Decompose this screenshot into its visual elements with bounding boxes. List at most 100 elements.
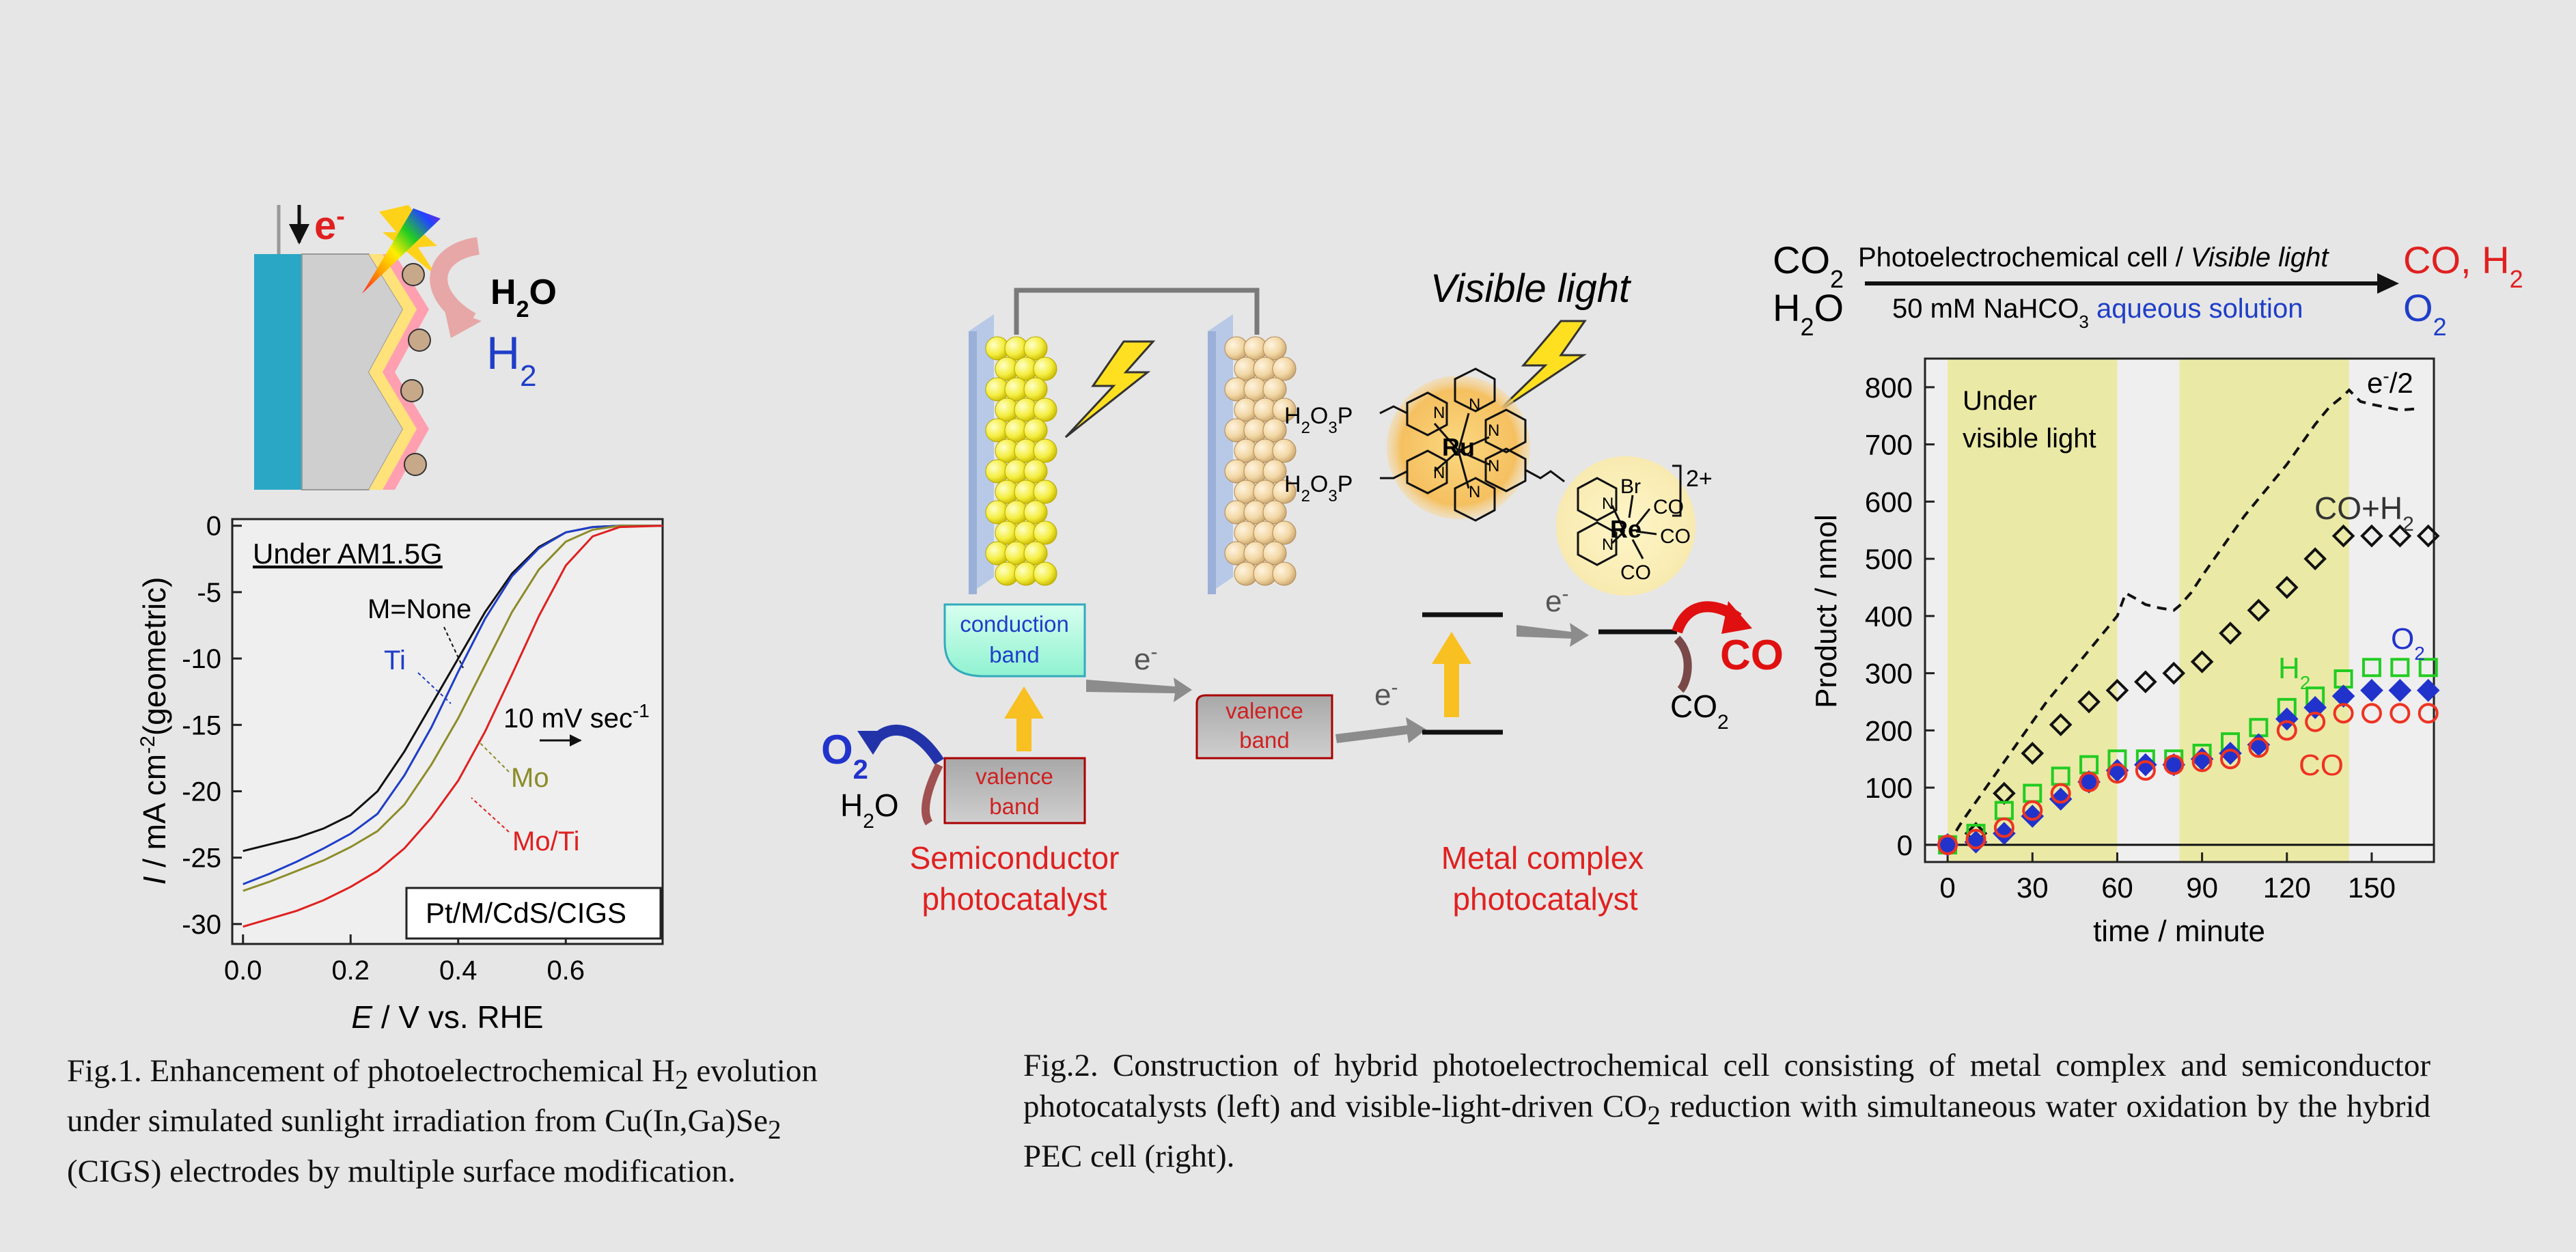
sample-label: Pt/M/CdS/CIGS: [426, 897, 626, 929]
semiconductor-particle: [1033, 561, 1057, 586]
external-circuit-wire: [1014, 288, 1260, 335]
valence-band-box-2: [1195, 694, 1333, 760]
modified-particle: [1272, 357, 1297, 381]
fig1-x-tick-label: 0.6: [546, 956, 585, 986]
leader-mo: [477, 740, 510, 773]
fig3-y-tick-label: 200: [1865, 714, 1913, 747]
fig1-caption: Fig.1. Enhancement of photoelectrochemic…: [67, 1053, 818, 1189]
fig3-point-1: [2303, 547, 2327, 570]
n-atom-label: N: [1602, 495, 1614, 513]
sunlight-icon: [362, 208, 441, 294]
semiconductor-particle: [1033, 520, 1057, 545]
fig3-point-3: [1993, 822, 2016, 845]
fig3-point-1: [2162, 661, 2186, 685]
semiconductor-particle: [1033, 357, 1057, 381]
excitation-arrowhead-icon: [1004, 686, 1044, 719]
fig3-light-on-bands: [1925, 359, 2434, 862]
fig3-x-tick-label: 90: [2186, 872, 2218, 904]
fig3-point-4: [2276, 720, 2297, 741]
fig1-y-tick-label: -30: [182, 910, 221, 940]
valence-band-box: [943, 757, 1086, 824]
reduction-arrowhead-icon: [1721, 601, 1752, 634]
reactant-co2: CO2: [1773, 238, 1844, 293]
fig3-point-3: [2049, 788, 2073, 811]
modified-particle: [1272, 398, 1297, 422]
fig3-point-1: [2275, 576, 2299, 599]
valence-band-label: band: [1239, 727, 1289, 753]
fig3-point-4: [2220, 749, 2241, 770]
fig3-y-tick-label: 800: [1865, 372, 1913, 404]
semiconductor-particle: [1023, 500, 1048, 525]
semiconductor-photocatalyst-label: photocatalyst: [922, 881, 1107, 917]
glass-edge: [969, 331, 977, 594]
fig3-reaction-scheme: CO2 H2O Photoelectrochemical cell / Visi…: [1773, 238, 2523, 341]
modified-particle: [1262, 500, 1287, 525]
fig3-point-4: [2022, 800, 2043, 821]
fig3-y-tick-label: 100: [1865, 772, 1913, 804]
scan-rate-label: 10 mV sec-1: [503, 700, 650, 734]
fig3-point-3: [2021, 805, 2045, 828]
product-co-h2: CO, H2: [2403, 238, 2523, 293]
fig3-point-1: [2077, 690, 2101, 714]
valence-band-label: band: [989, 794, 1039, 819]
fig3-y-tick-label: 0: [1897, 829, 1913, 861]
electrode-substrate: [254, 254, 302, 490]
fig3-point-3: [2134, 753, 2157, 777]
n-atom-label: N: [1469, 395, 1480, 414]
fig3-point-4: [2050, 783, 2071, 804]
n-atom-label: N: [1469, 483, 1480, 501]
conduction-band-box: [943, 603, 1086, 678]
fig3-x-axis-label: time / minute: [2093, 915, 2265, 948]
reaction-arrowhead-icon: [444, 307, 482, 338]
fig3-point-1: [2388, 524, 2412, 548]
conduction-band-label: band: [989, 642, 1039, 667]
fig3-x-tick-label: 0: [1939, 872, 1955, 904]
fig1-x-axis-label: E / V vs. RHE: [351, 999, 543, 1035]
fig3-point-1: [2134, 670, 2157, 694]
modification-layer: [383, 254, 429, 490]
modified-particle: [1272, 439, 1297, 463]
n-atom-label: N: [1433, 404, 1445, 422]
fig3-point-1: [2049, 713, 2073, 736]
modified-particle: [1272, 479, 1297, 504]
fig3-series: [1936, 388, 2440, 857]
label-h2: H2: [2278, 652, 2310, 693]
electron-label: e-: [1374, 676, 1398, 712]
glass-edge: [1208, 331, 1216, 594]
fig3-y-tick-label: 300: [1865, 658, 1913, 690]
fig3-point-4: [2135, 760, 2156, 781]
leader-m-none: [443, 626, 464, 669]
fig3-point-3: [2303, 696, 2327, 719]
fig3-point-1: [2331, 524, 2355, 548]
fig1-y-tick-label: -10: [182, 644, 221, 674]
semiconductor-particle: [1033, 439, 1057, 463]
condition-label: Under AM1.5G: [253, 538, 443, 570]
excitation-arrowhead-icon: [1432, 632, 1471, 664]
electron-transfer-arrow-icon: [1516, 623, 1589, 647]
excitation-arrow: [1444, 663, 1459, 717]
electron-label: e-: [1545, 583, 1568, 619]
fig3-point-1: [2021, 742, 2045, 765]
fig1-schematic: e- H2O H2: [254, 202, 557, 490]
fig3-point-3: [2388, 678, 2412, 702]
under-light-label: visible light: [1963, 423, 2096, 454]
fig3-point-3: [2360, 678, 2383, 702]
fig3-point-1: [2190, 650, 2214, 673]
charge-label: 2+: [1686, 466, 1713, 492]
pt-particle: [408, 329, 431, 352]
modified-particle: [1262, 418, 1287, 443]
semiconductor-particles: [985, 336, 1057, 586]
fig1-series: [243, 525, 663, 928]
oxidation-arrowhead-icon: [857, 731, 888, 755]
semiconductor-particle: [1033, 398, 1057, 422]
ru-label: Ru: [1442, 433, 1475, 461]
fig3-point-3: [2416, 678, 2440, 702]
co2-arrow-icon: [1674, 635, 1692, 693]
fig2-schematic: Visible light Ru Re Br CO: [821, 266, 1784, 917]
fig3-point-4: [2418, 703, 2439, 724]
excitation-arrow: [1016, 717, 1031, 751]
fig3-y-tick-label: 600: [1865, 486, 1913, 518]
fig3-point-1: [2247, 598, 2271, 622]
